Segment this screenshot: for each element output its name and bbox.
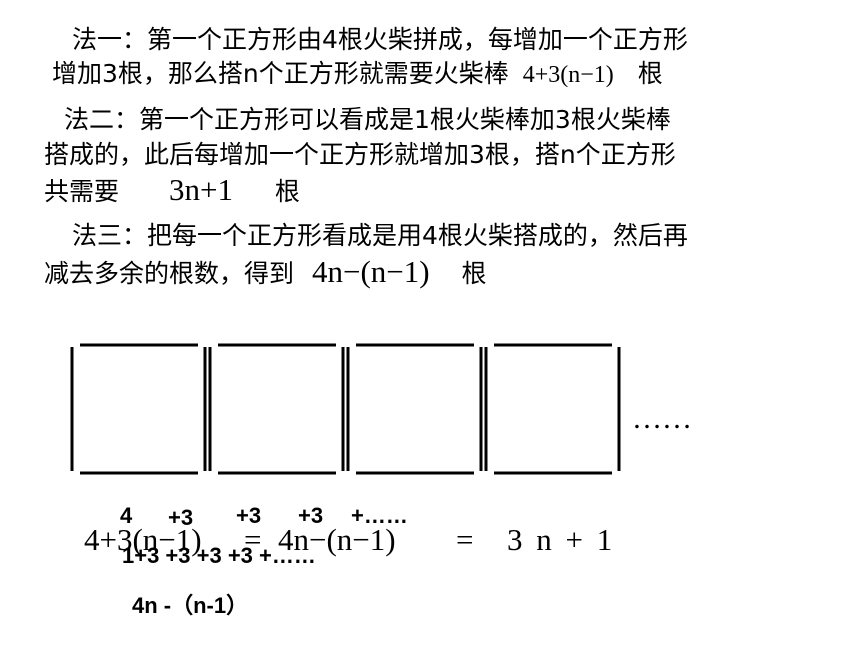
method3-formula: 4n−(n−1)	[311, 254, 430, 289]
equation-equals-2: =	[456, 522, 474, 557]
method3-unit: 根	[461, 259, 487, 288]
method2-line3-text: 共需要	[44, 177, 120, 206]
label-row1-3: +3	[298, 503, 324, 528]
label-row1-0: 4	[120, 503, 133, 528]
method1-formula: 4+3(n−1)	[522, 62, 614, 88]
equation-left: 4+3(n−1)	[84, 522, 202, 557]
method1-unit: 根	[637, 59, 663, 88]
equation-equals-1: =	[244, 522, 262, 557]
method2-line3: 共需要 3n+1 根	[44, 174, 300, 208]
method2-line1: 法二：第一个正方形可以看成是1根火柴棒加3根火柴棒	[64, 105, 671, 134]
label-row1-4: +……	[351, 503, 408, 528]
method1-line1: 法一：第一个正方形由4根火柴拼成，每增加一个正方形	[72, 25, 688, 54]
figure-ellipsis: ……	[632, 402, 692, 435]
equation-right: 3 n + 1	[507, 522, 613, 557]
label-row2: 1+3 +3 +3 +3 +……	[122, 543, 316, 568]
method2-line2: 搭成的，此后每增加一个正方形就增加3根，搭n个正方形	[44, 140, 676, 169]
label-row1-2: +3	[236, 503, 262, 528]
method1-line2-text: 增加3根，那么搭n个正方形就需要火柴棒	[52, 59, 509, 88]
method2-unit: 根	[274, 177, 300, 206]
method1-line2: 增加3根，那么搭n个正方形就需要火柴棒 4+3(n−1) 根	[52, 58, 663, 91]
matchstick-squares	[70, 343, 621, 475]
method3-line2: 减去多余的根数，得到 4n−(n−1) 根	[44, 256, 487, 290]
method2-formula: 3n+1	[168, 172, 233, 207]
label-row3: 4n -（n-1）	[132, 593, 249, 618]
method3-line1: 法三：把每一个正方形看成是用4根火柴搭成的，然后再	[72, 221, 688, 250]
equation-middle: 4n−(n−1)	[278, 522, 396, 557]
label-row1-1: +3	[168, 505, 194, 530]
method3-line2-text: 减去多余的根数，得到	[44, 259, 295, 288]
